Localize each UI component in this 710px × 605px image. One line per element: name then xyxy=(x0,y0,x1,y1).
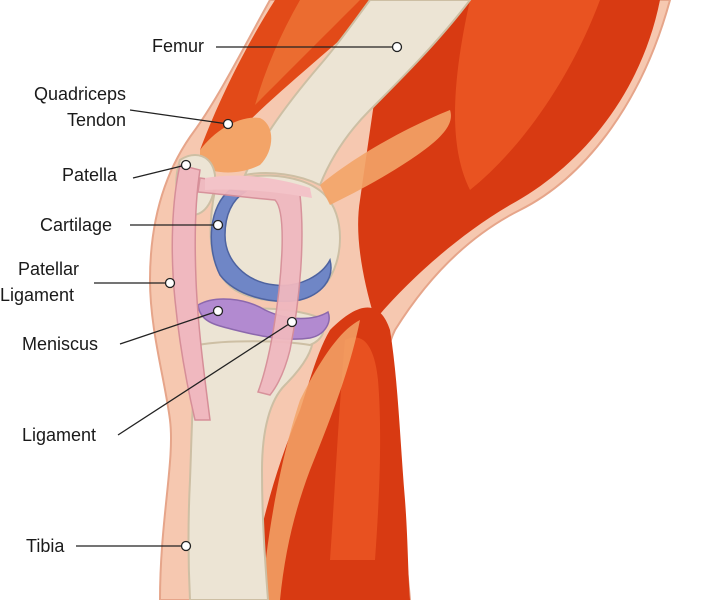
quadriceps-muscle xyxy=(200,0,385,150)
ligament-marker xyxy=(286,316,298,328)
patellar-ligament-marker xyxy=(164,277,176,289)
quadriceps-tendon-leader xyxy=(129,109,229,125)
meniscus xyxy=(197,298,330,340)
leader-markers xyxy=(164,41,403,552)
label-patella: Patella xyxy=(62,165,118,185)
thigh-muscle-back xyxy=(358,0,660,320)
ligament-leader xyxy=(117,321,293,436)
label-quadriceps-tendon: Quadriceps Tendon xyxy=(16,83,126,131)
thigh-muscle-back-highlight xyxy=(455,0,600,190)
femur-marker xyxy=(391,41,403,53)
femur-bone xyxy=(243,0,472,187)
label-tibia: Tibia xyxy=(26,536,65,556)
label-femur: Femur xyxy=(152,36,205,56)
quadriceps-tendon xyxy=(200,117,272,173)
tibia-marker xyxy=(180,540,192,552)
patellar-ligament xyxy=(171,164,211,421)
cartilage-marker xyxy=(212,219,224,231)
label-patellar-ligament: Patellar Ligament xyxy=(0,258,90,306)
patella-leader xyxy=(132,164,187,179)
label-meniscus: Meniscus xyxy=(22,334,99,354)
tendon-band xyxy=(320,110,451,205)
ligament-band-upper xyxy=(205,175,312,198)
label-patellar-line2: Ligament xyxy=(0,285,75,305)
calf-muscle-highlight xyxy=(330,337,381,560)
label-ligament: Ligament xyxy=(22,425,97,445)
leader-lines xyxy=(76,46,397,547)
label-patellar-line1: Patellar xyxy=(18,259,80,279)
calf-tendon-strip xyxy=(262,320,360,600)
label-cartilage: Cartilage xyxy=(40,215,113,235)
cartilage xyxy=(210,189,332,302)
patella-marker xyxy=(180,159,192,171)
label-quadriceps-line1: Quadriceps xyxy=(33,84,126,104)
quadriceps-muscle-highlight xyxy=(255,0,360,105)
meniscus-leader xyxy=(119,310,219,345)
label-quadriceps-line2: Tendon xyxy=(66,110,126,130)
meniscus-marker xyxy=(212,305,224,317)
quadriceps-tendon-marker xyxy=(222,118,234,130)
